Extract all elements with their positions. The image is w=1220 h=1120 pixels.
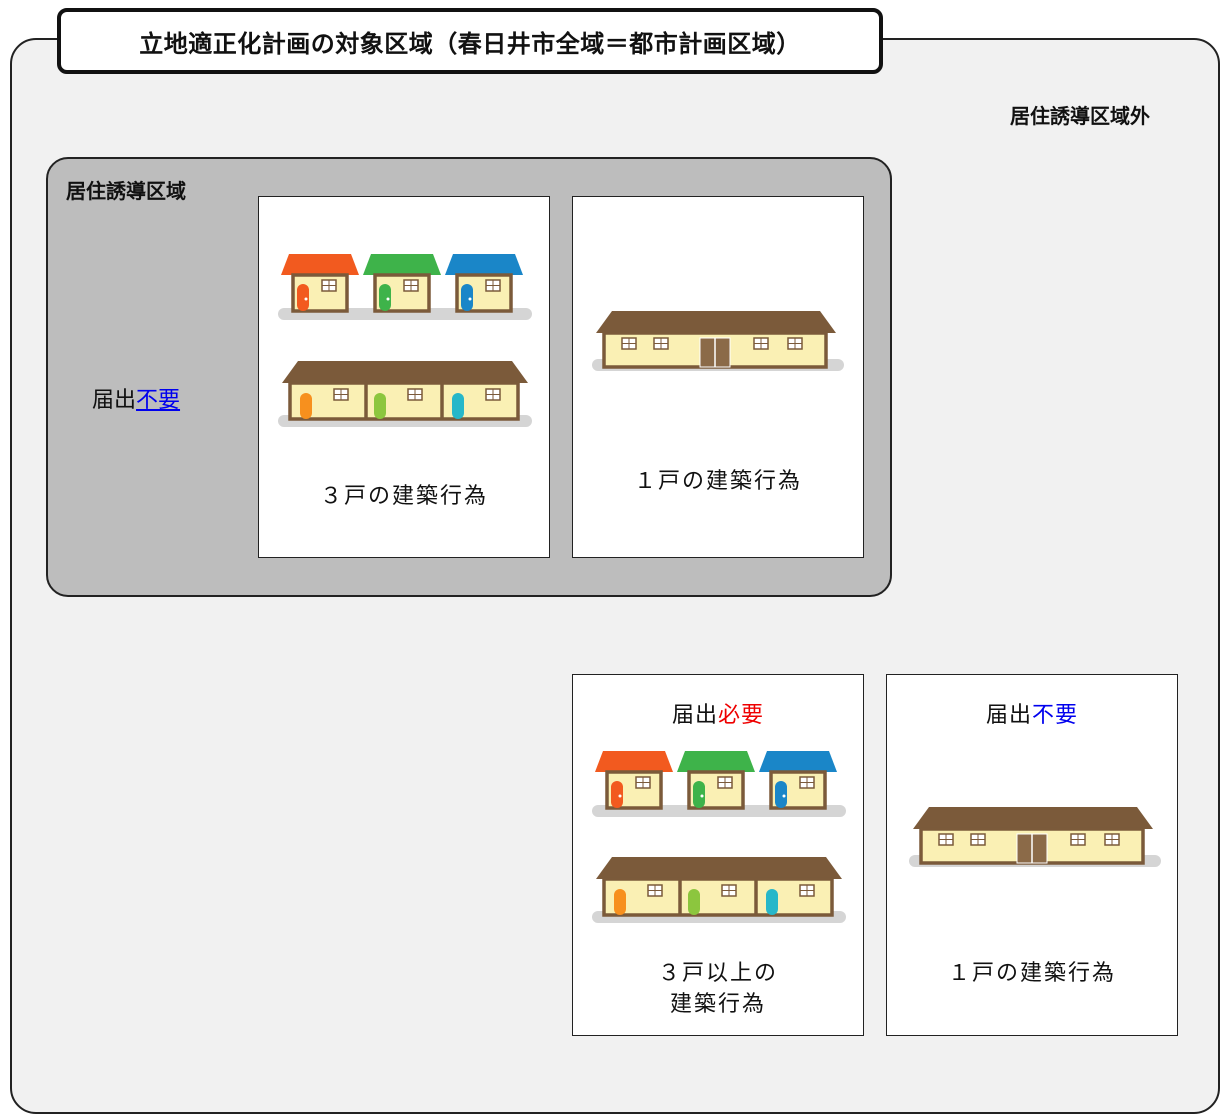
outside-notice-not-required-keyword: 不要: [1032, 703, 1079, 728]
outside-notice-not-required: 届出不要: [887, 701, 1177, 732]
outside-card-three-plus-units: 届出必要 ３戸以上の 建築行為: [572, 674, 864, 1036]
inside-card-one-unit: １戸の建築行為: [572, 196, 864, 558]
inside-card-three-caption: ３戸の建築行為: [319, 484, 488, 509]
diagram-title-text: 立地適正化計画の対象区域（春日井市全域＝都市計画区域）: [139, 29, 801, 58]
three-detached-houses-icon: [590, 749, 848, 821]
inside-area-label: 居住誘導区域: [66, 179, 186, 203]
outside-card-three-caption: ３戸以上の 建築行為: [573, 959, 863, 1021]
single-large-house-icon: [907, 805, 1165, 871]
outside-card-three-caption-line1: ３戸以上の: [657, 961, 778, 986]
outside-notice-required-keyword: 必要: [718, 703, 765, 728]
inside-notice-prefix: 届出: [92, 388, 137, 413]
outside-notice-required-prefix: 届出: [671, 703, 718, 728]
outside-area-label: 居住誘導区域外: [1010, 104, 1150, 128]
inside-card-one-caption: １戸の建築行為: [633, 469, 802, 494]
row-house-icon: [590, 855, 848, 927]
row-house-icon: [276, 359, 534, 431]
outside-card-three-caption-line2: 建築行為: [669, 991, 766, 1017]
diagram-title: 立地適正化計画の対象区域（春日井市全域＝都市計画区域）: [57, 8, 883, 74]
outside-card-one-caption: １戸の建築行為: [947, 961, 1116, 986]
inside-notice: 届出不要: [92, 382, 180, 414]
outside-notice-not-required-prefix: 届出: [985, 703, 1032, 728]
inside-card-three-units: ３戸の建築行為: [258, 196, 550, 558]
single-large-house-icon: [590, 309, 848, 375]
three-detached-houses-icon: [276, 252, 534, 324]
outside-card-one-unit: 届出不要 １戸の建築行為: [886, 674, 1178, 1036]
inside-notice-keyword: 不要: [136, 388, 181, 413]
outside-notice-required: 届出必要: [573, 701, 863, 732]
